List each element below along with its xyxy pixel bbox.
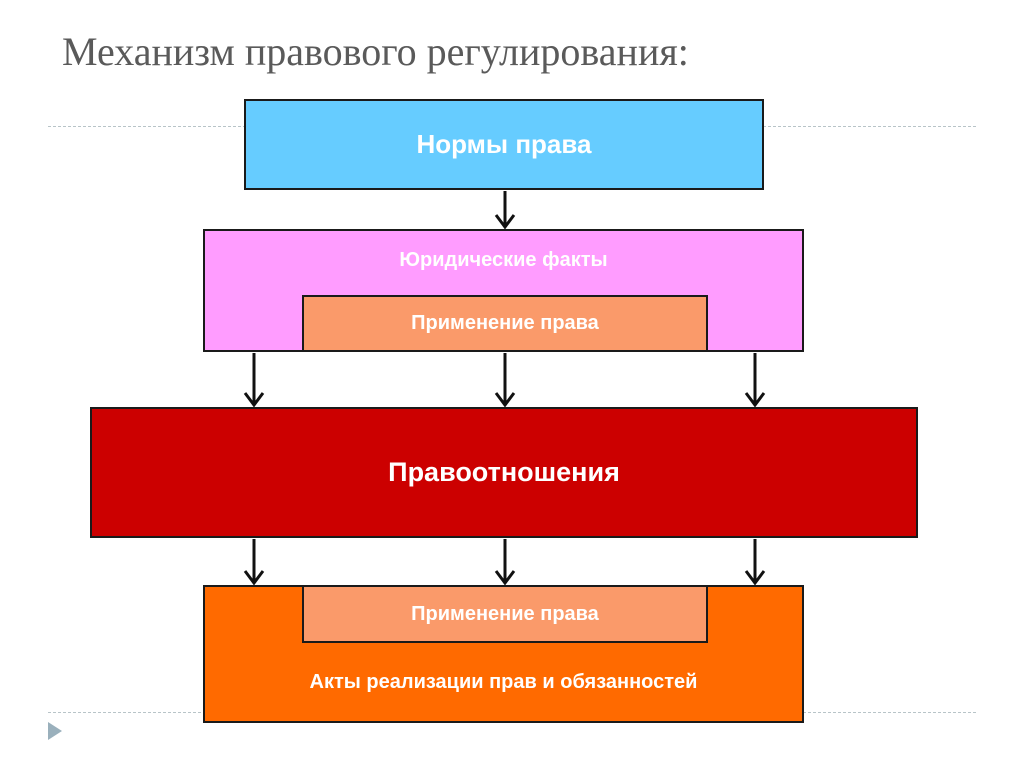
arrowhead-1 (494, 214, 516, 230)
node-norms-label: Нормы права (416, 129, 592, 159)
node-legal-relations: Правоотношения (90, 407, 918, 538)
node-legal-facts-label: Юридические факты (399, 249, 608, 271)
node-application-2-label: Применение права (411, 602, 599, 625)
node-application-1: Применение права (302, 295, 708, 352)
play-triangle-icon[interactable] (48, 722, 62, 740)
node-legal-facts: Юридические факты Применение права (203, 229, 804, 352)
arrowhead-2 (243, 392, 265, 408)
node-acts: Применение права Акты реализации прав и … (203, 585, 804, 723)
arrowhead-5 (243, 570, 265, 586)
node-legal-relations-label: Правоотношения (388, 457, 620, 487)
node-acts-label: Акты реализации прав и обязанностей (309, 671, 698, 693)
arrowhead-3 (494, 392, 516, 408)
slide-title: Механизм правового регулирования: (62, 29, 689, 74)
node-norms: Нормы права (244, 99, 764, 190)
node-application-1-label: Применение права (411, 312, 599, 334)
node-application-2: Применение права (302, 585, 708, 643)
arrowhead-4 (744, 392, 766, 408)
arrowhead-6 (494, 570, 516, 586)
arrowhead-7 (744, 570, 766, 586)
